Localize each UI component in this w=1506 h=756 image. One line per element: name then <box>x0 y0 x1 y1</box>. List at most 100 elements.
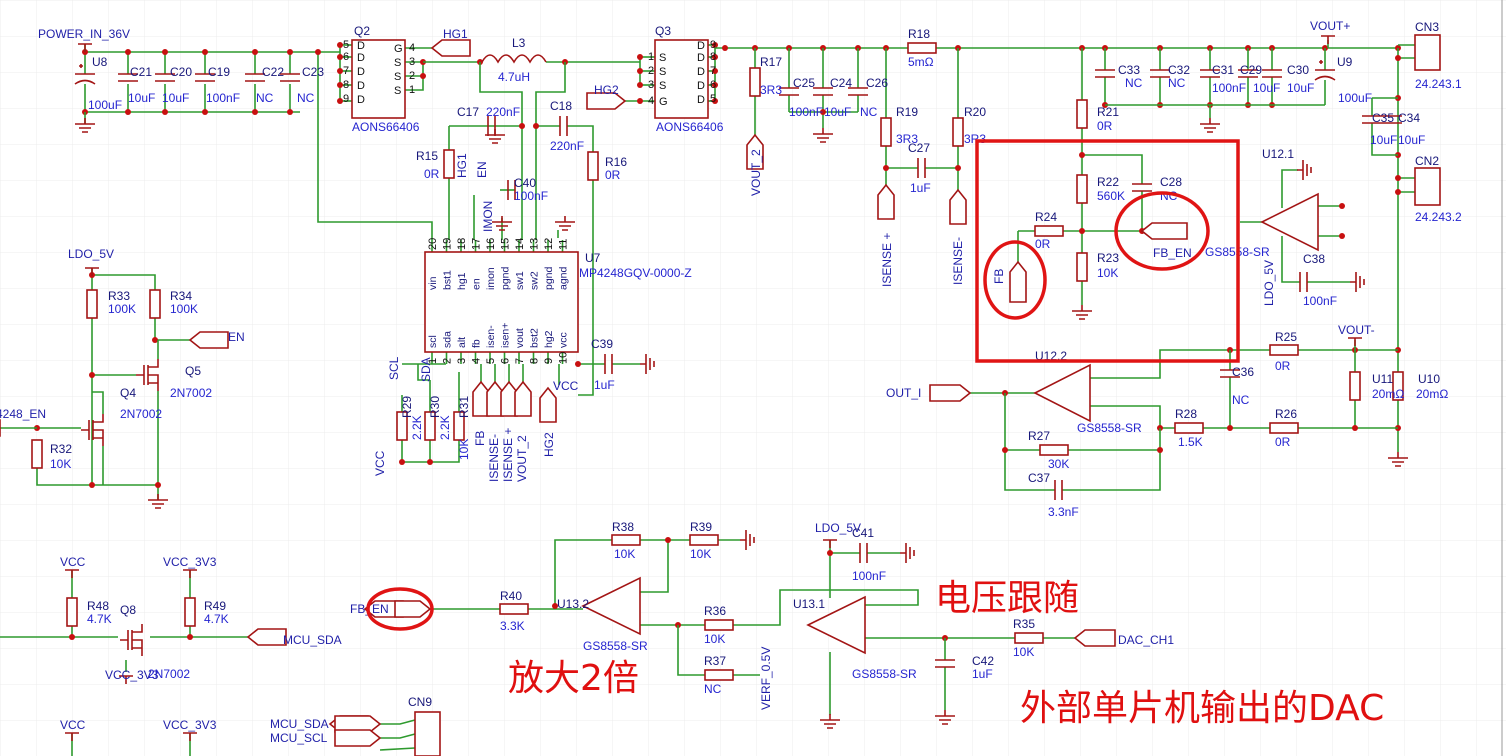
label-parts-C17-ref: C17 <box>457 105 479 119</box>
capacitor <box>280 73 300 82</box>
label-parts-R16-value: 0R <box>605 168 621 182</box>
wire <box>317 52 433 240</box>
label-nets-vout_2: VOUT_2 <box>749 149 763 196</box>
label-parts-C42-value: 1uF <box>972 667 993 681</box>
highlight-circle-fb <box>983 240 1047 320</box>
u7-pin-number: 15 <box>500 238 512 250</box>
wire <box>640 540 669 593</box>
wire <box>380 719 416 725</box>
q3-pin-number: 2 <box>648 65 654 77</box>
u7-pin-name: vcc <box>558 332 570 348</box>
label-parts-R23-ref: R23 <box>1097 251 1119 265</box>
label-parts-R19-ref: R19 <box>896 105 918 119</box>
cn2-body <box>1414 167 1441 206</box>
junction-dot <box>337 42 343 48</box>
q2-pin-number: 2 <box>409 70 415 82</box>
junction-dot <box>252 109 258 115</box>
label-parts-C27-ref: C27 <box>908 141 930 155</box>
net-port <box>877 183 895 220</box>
label-parts-C23-value: NC <box>297 91 315 105</box>
net-port <box>334 729 382 747</box>
resistor <box>689 534 719 546</box>
label-parts-C38-ref: C38 <box>1303 252 1325 266</box>
label-parts-C18-value: 220nF <box>550 139 584 153</box>
u7-pin-name: agnd <box>558 266 570 290</box>
junction-dot <box>155 482 161 488</box>
ground-icon <box>900 543 915 563</box>
u7-pin-name: vin <box>427 276 439 290</box>
q3-body <box>654 39 709 119</box>
mosfet-symbol <box>136 359 159 391</box>
wire <box>1281 236 1300 283</box>
label-parts-C34-ref: C34 <box>1398 111 1420 125</box>
junction-dot <box>827 550 833 556</box>
opamp <box>581 576 641 636</box>
label-nets-sda: SDA <box>419 357 433 382</box>
wire <box>379 747 416 751</box>
label-parts-R24-value: 0R <box>1035 237 1051 251</box>
label-nets-ldo_5v: LDO_5V <box>815 521 861 535</box>
label-nets-fb: FB <box>473 431 487 446</box>
label-parts-U13_1-value: GS8558-SR <box>852 667 917 681</box>
power-flag-icon <box>1348 337 1362 346</box>
q3-pin-letter: G <box>659 96 668 108</box>
resistor <box>611 534 641 546</box>
u7-pin-number: 8 <box>529 358 541 364</box>
label-parts-U8-value: 100uF <box>88 98 122 112</box>
junction-dot <box>1227 425 1233 431</box>
net-port <box>539 386 557 423</box>
junction-dot <box>1395 55 1401 61</box>
label-parts-C24-ref: C24 <box>830 76 852 90</box>
label-parts-R17-ref: R17 <box>760 55 782 69</box>
ground-icon <box>640 354 655 374</box>
power-flag-icon <box>65 732 79 741</box>
label-parts-R32-value: 10K <box>50 457 71 471</box>
label-parts-U9-value: 100uF <box>1338 91 1372 105</box>
wire <box>567 125 594 152</box>
wire <box>1371 123 1398 156</box>
q2-pin-letter: G <box>394 43 403 55</box>
label-parts-Q4-ref: Q4 <box>120 386 136 400</box>
junction-dot <box>552 603 558 609</box>
q2-pin-letter: D <box>357 66 365 78</box>
ground-icon <box>1200 118 1220 133</box>
capacitor <box>155 73 175 82</box>
label-parts-C31-value: 100nF <box>1212 81 1246 95</box>
power-flag-icon <box>1321 35 1335 44</box>
label-parts-C29-ref: C29 <box>1240 63 1262 77</box>
label-parts-C29-value: 10uF <box>1253 81 1280 95</box>
label-parts-C41-value: 100nF <box>852 569 886 583</box>
label-parts-R35-ref: R35 <box>1013 617 1035 631</box>
label-parts-R25-ref: R25 <box>1275 330 1297 344</box>
label-parts-C24-value: 10uF <box>824 105 851 119</box>
junction-dot <box>125 49 131 55</box>
label-nets-fb_en: FB_EN <box>1153 246 1192 260</box>
u7-pin-name: hg1 <box>456 272 468 290</box>
q3-pin-letter: D <box>697 66 705 78</box>
resistor <box>424 411 436 441</box>
ground-icon <box>820 714 840 729</box>
label-parts-R36-value: 10K <box>704 632 725 646</box>
label-nets-isense_plus: ISENSE + <box>501 428 515 482</box>
resistor <box>907 42 937 54</box>
label-nets-isense_plus: ISENSE + <box>880 233 894 287</box>
net-port <box>246 628 287 646</box>
q3-pin-number: 8 <box>710 51 716 63</box>
ground-icon <box>813 128 833 143</box>
u7-pin-name: sda <box>442 331 454 348</box>
junction-dot <box>69 634 75 640</box>
junction-dot <box>1079 228 1085 234</box>
label-parts-R34-value: 100K <box>170 302 198 316</box>
label-nets-mcu_scl: MCU_SCL <box>270 731 328 745</box>
q2-pin-letter: D <box>357 94 365 106</box>
label-nets-vcc: VCC <box>60 555 86 569</box>
junction-dot <box>637 68 643 74</box>
label-parts-C32-value: NC <box>1168 76 1186 90</box>
ground-icon <box>1297 160 1312 180</box>
label-parts-U8-ref: U8 <box>92 55 108 69</box>
label-parts-R27-value: 30K <box>1048 457 1069 471</box>
u7-pin-number: 4 <box>471 358 483 364</box>
q3-pin-number: 9 <box>710 39 716 51</box>
label-parts-L3-ref: L3 <box>512 36 526 50</box>
net-port <box>514 380 532 417</box>
